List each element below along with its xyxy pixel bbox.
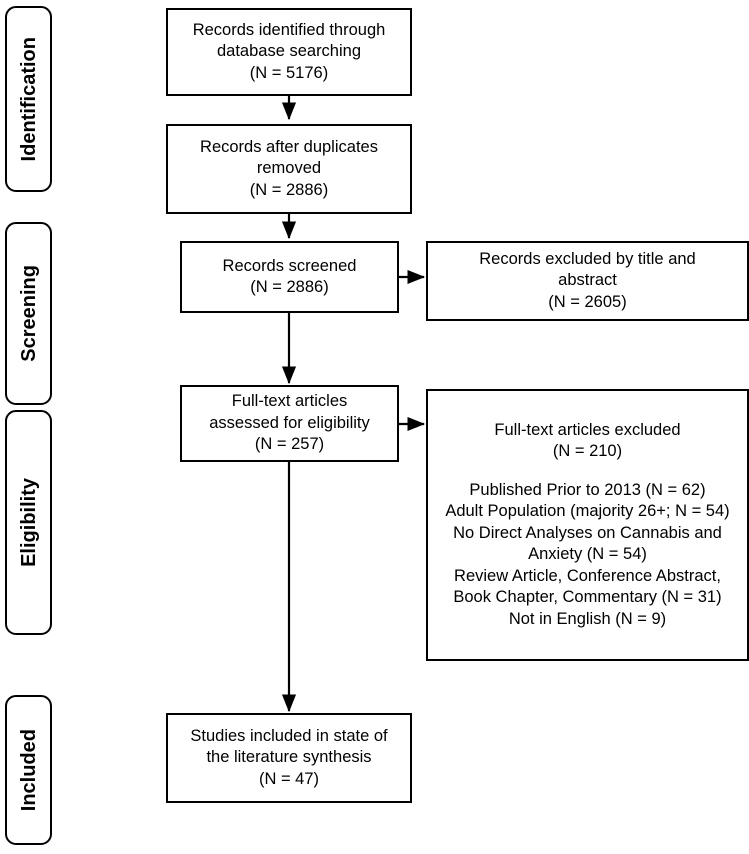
stage-included-label: Included — [17, 728, 40, 812]
node-records-after-duplicates-text: Records after duplicates removed (N = 28… — [200, 137, 378, 199]
node-fulltext-excluded-body: Full-text articles excluded (N = 210) Pu… — [437, 420, 737, 630]
node-records-excluded[interactable]: Records excluded by title and abstract (… — [426, 241, 749, 321]
node-records-excluded-text: Records excluded by title and abstract (… — [479, 249, 696, 311]
node-records-identified[interactable]: Records identified through database sear… — [166, 8, 412, 96]
node-records-after-duplicates[interactable]: Records after duplicates removed (N = 28… — [166, 124, 412, 214]
stage-identification-label: Identification — [17, 36, 40, 162]
node-fulltext-assessed-text: Full-text articles assessed for eligibil… — [209, 392, 370, 454]
node-fulltext-excluded-spacer — [445, 463, 729, 480]
stage-eligibility-label: Eligibility — [17, 478, 40, 567]
node-fulltext-assessed[interactable]: Full-text articles assessed for eligibil… — [180, 385, 399, 462]
node-records-screened[interactable]: Records screened (N = 2886) — [180, 241, 399, 313]
node-studies-included-text: Studies included in state of the literat… — [190, 726, 388, 788]
node-studies-included[interactable]: Studies included in state of the literat… — [166, 713, 412, 803]
stage-included: Included — [5, 695, 52, 845]
node-fulltext-excluded-reasons: Published Prior to 2013 (N = 62) Adult P… — [445, 480, 730, 628]
node-fulltext-excluded-heading: Full-text articles excluded (N = 210) — [494, 421, 681, 461]
node-fulltext-excluded[interactable]: Full-text articles excluded (N = 210) Pu… — [426, 389, 749, 661]
stage-eligibility: Eligibility — [5, 410, 52, 635]
stage-identification: Identification — [5, 6, 52, 192]
node-records-identified-text: Records identified through database sear… — [192, 20, 386, 82]
stage-screening: Screening — [5, 222, 52, 405]
stage-screening-label: Screening — [17, 265, 40, 362]
node-records-screened-text: Records screened (N = 2886) — [222, 256, 357, 296]
